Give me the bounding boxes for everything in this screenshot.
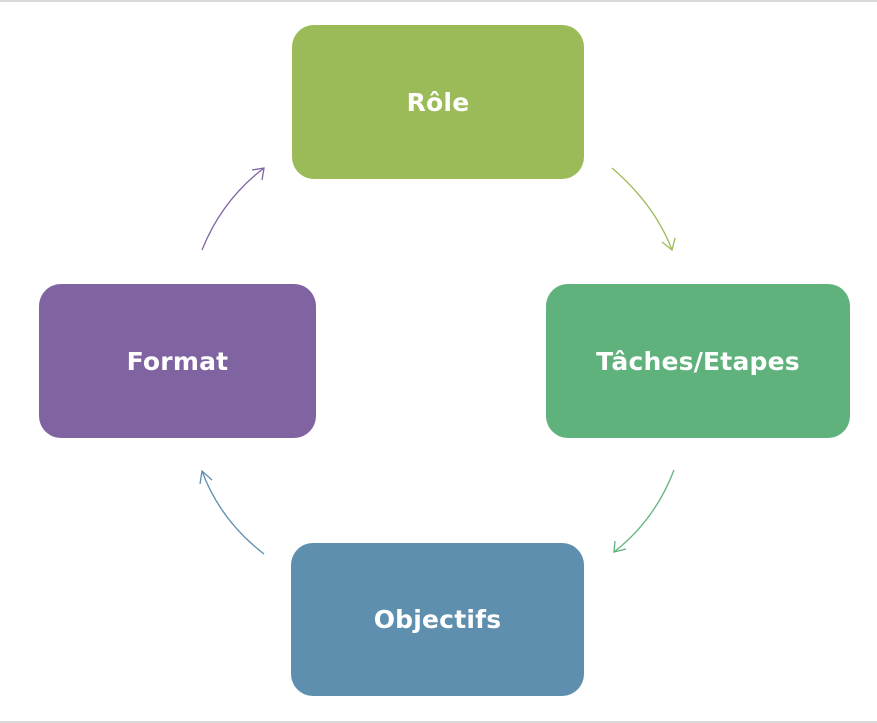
arrowhead-format-to-role	[251, 167, 265, 181]
node-objectifs-label: Objectifs	[373, 605, 502, 634]
node-objectifs: Objectifs	[291, 543, 584, 696]
node-format: Format	[39, 284, 316, 438]
arrowhead-role-to-taches	[661, 237, 676, 252]
node-role-label: Rôle	[406, 87, 470, 117]
arrowhead-objectifs-to-format	[199, 469, 213, 485]
arrow-taches-to-objectifs	[613, 469, 675, 553]
arrow-objectifs-to-format	[201, 470, 265, 555]
arrowhead-taches-to-objectifs	[613, 540, 627, 553]
top-border	[0, 0, 877, 2]
node-taches-etapes-label: Tâches/Etapes	[596, 346, 800, 376]
node-format-label: Format	[126, 346, 229, 376]
arrow-format-to-role	[201, 167, 265, 251]
arrow-role-to-taches	[611, 167, 673, 251]
node-role: Rôle	[292, 25, 584, 179]
node-taches-etapes: Tâches/Etapes	[546, 284, 850, 438]
bottom-border	[0, 721, 877, 723]
